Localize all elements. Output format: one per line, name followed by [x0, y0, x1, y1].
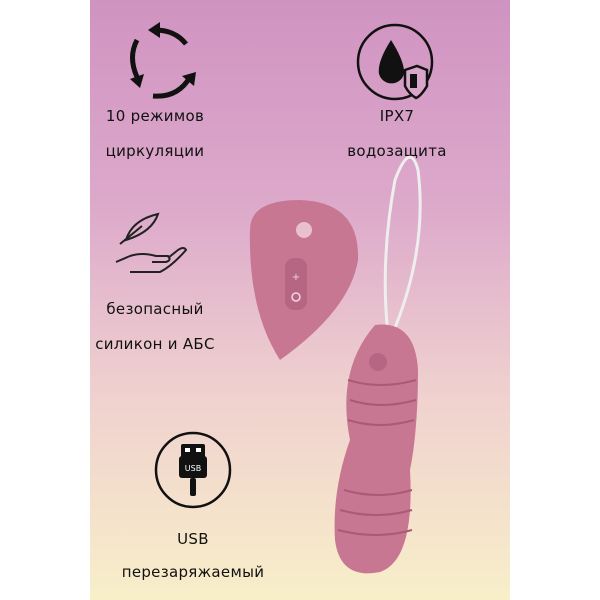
product-image: +: [249, 155, 422, 574]
feature-silicone-line1: безопасный: [106, 300, 204, 318]
power-icon: [291, 292, 301, 302]
usb-icon: USB: [154, 431, 232, 509]
egg-vibrator: [334, 324, 418, 574]
feature-usb-line2: перезаряжаемый: [121, 563, 265, 581]
feature-ipx7-line1: IPX7: [379, 107, 415, 125]
usb-icon-text: USB: [185, 464, 201, 473]
remote-buttons: [285, 258, 307, 310]
feather-hand-icon: [115, 212, 188, 273]
plus-icon: +: [292, 272, 300, 283]
cycle-arrows-icon: [130, 22, 196, 99]
feature-silicone-line2: силикон и АБС: [95, 335, 215, 353]
feature-usb-line1: USB: [177, 530, 209, 548]
feature-cycle-line2: циркуляции: [105, 142, 205, 160]
water-drop-shield-icon: [356, 23, 434, 101]
feature-ipx7-line2: водозащита: [347, 142, 447, 160]
pull-loop-wire: [383, 155, 422, 336]
logo-icon: [296, 222, 312, 238]
egg-power-icon: [369, 353, 387, 371]
feature-cycle-line1: 10 режимов: [105, 107, 205, 125]
